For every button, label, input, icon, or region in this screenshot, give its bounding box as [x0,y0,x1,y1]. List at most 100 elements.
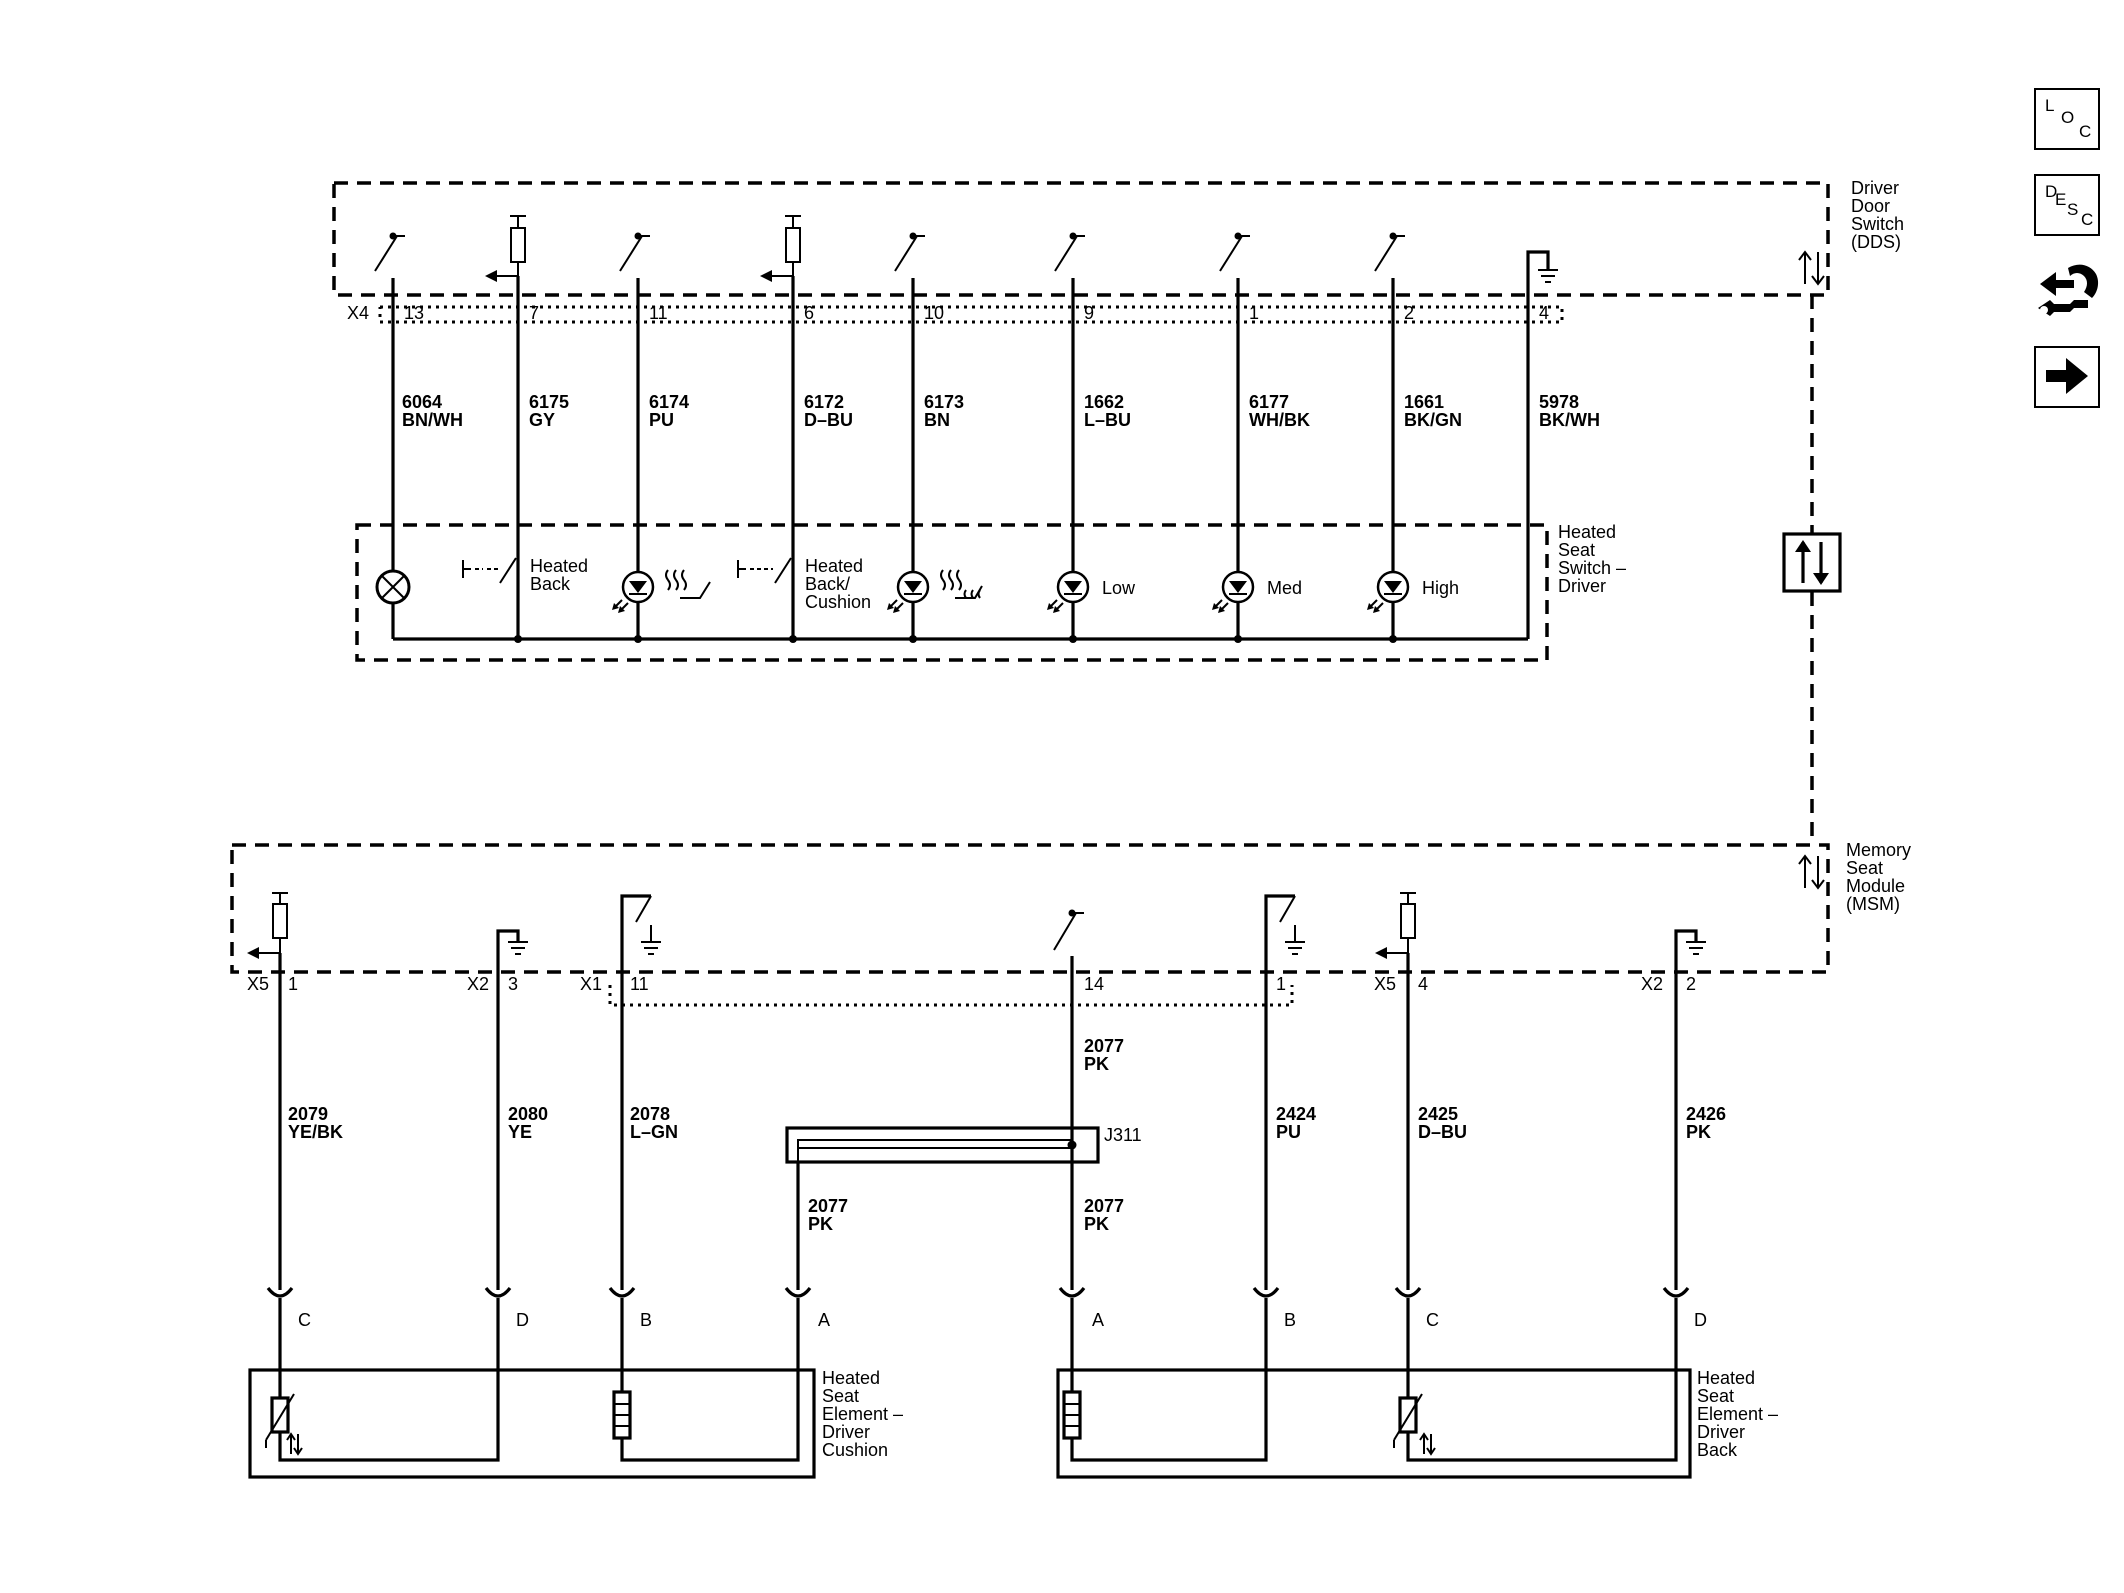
dds-serial-data-icon [1798,250,1825,286]
desc-letter-e: E [2055,190,2067,209]
seat-back-cushion-heat-icon [940,569,983,599]
dds-circuit-number: 6177 [1249,392,1289,412]
msm-label-line4: (MSM) [1846,894,1900,914]
msm-wire-x2-2: X2 2 2426 PK [1641,972,1726,1290]
hss-label-line4: Driver [1558,576,1606,596]
msm-wire-14: 14 2077 PK [1070,972,1124,1290]
msm-connector-id: X5 [247,974,269,994]
msm-label-line3: Module [1846,876,1905,896]
location-view-button[interactable]: L O C [2034,88,2100,150]
msm-wire-color: L–GN [630,1122,678,1142]
cavity-cushion-d: D [484,1286,529,1330]
heated-seat-element-driver-back: Heated Seat Element – Driver Back [1056,1298,1778,1479]
msm-wire-x5-4: X5 4 2425 D–BU [1374,953,1467,1290]
dds-wire-color: BN/WH [402,410,463,430]
dds-resistor-pin6 [760,215,801,282]
msm-pin-label: 1 [288,974,298,994]
heated-back-cushion-label-line1: Heated [805,556,863,576]
msm-switch-x1-11 [620,894,661,972]
dds-switch-pin11 [619,232,650,295]
msm-circuit-number: 2424 [1276,1104,1316,1124]
cavity-cushion-b: B [608,1286,652,1330]
cavity-label: D [516,1310,529,1330]
msm-switch-14 [1053,909,1084,972]
msm-wire-color: PK [1686,1122,1711,1142]
cavity-cushion-a: A [784,1286,830,1330]
msm-wire-color: YE/BK [288,1122,343,1142]
cushion-label-line2: Seat [822,1386,859,1406]
dds-wire-pin4: 4 5978 BK/WH [1526,295,1600,639]
dds-wire-pin1: 1 6177 WH/BK [1236,295,1310,639]
dds-pin-label: 11 [649,303,668,323]
memory-seat-module: Memory Seat Module (MSM) [230,840,1911,1007]
dds-pin-label: 10 [924,303,944,323]
desc-letter-s: S [2067,200,2079,219]
component-view-button[interactable] [2034,258,2102,328]
msm-ground-x2-2 [1674,929,1706,972]
dds-label-line3: Switch [1851,214,1904,234]
msm-wire-color: PU [1276,1122,1301,1142]
msm-circuit-number: 2077 [1084,1036,1124,1056]
heated-seat-element-driver-cushion: Heated Seat Element – Driver Cushion [248,1298,903,1479]
dds-pin-label: 4 [1539,303,1549,323]
dds-pin-label: 7 [529,303,539,323]
msm-connector-id: X2 [1641,974,1663,994]
cavity-label: B [1284,1310,1296,1330]
cavity-cushion-c: C [266,1286,311,1330]
high-label: High [1422,578,1459,598]
seat-back-heat-icon [665,569,711,599]
msm-serial-data-icon [1798,854,1825,890]
msm-wire-x5-1: X5 1 2079 YE/BK [247,953,343,1290]
cavity-label: C [298,1310,311,1330]
arrow-right-icon [2046,358,2088,394]
msm-label-line1: Memory [1846,840,1911,860]
cavity-label: A [818,1310,830,1330]
msm-pin-label: 1 [1276,974,1286,994]
splice-pack [785,1126,1100,1164]
dds-switch-pin10 [894,232,925,295]
msm-circuit-number: 2080 [508,1104,548,1124]
dds-switch-pin9 [1054,232,1085,295]
msm-pin-label: 4 [1418,974,1428,994]
msm-boundary [230,843,1830,974]
dds-circuit-number: 6172 [804,392,844,412]
msm-resistor-x5-4 [1375,892,1416,959]
dds-switch-pin13 [374,232,405,295]
med-label: Med [1267,578,1302,598]
next-page-button[interactable] [2034,346,2100,408]
splice-branch-circuit: 2077 [808,1196,848,1216]
desc-letter-d: D [2045,182,2058,201]
heated-back-switch: Heated Back [462,556,588,600]
msm-ground-x2-3 [496,929,528,972]
cavity-label: D [1694,1310,1707,1330]
dds-wire-color: BK/WH [1539,410,1600,430]
msm-wire-x1-11: X1 11 2078 L–GN [580,972,678,1290]
dds-wire-color: BK/GN [1404,410,1462,430]
low-label: Low [1102,578,1136,598]
dds-wire-color: D–BU [804,410,853,430]
dds-boundary [332,181,1830,297]
dds-ground-pin4 [1526,250,1558,295]
low-indicator-led: Low [1047,570,1136,613]
splice-branch-color: PK [808,1214,833,1234]
hss-boundary [355,523,1549,662]
dds-wire-pin7: 7 6175 GY [516,276,569,639]
back-label-line4: Driver [1697,1422,1745,1442]
dds-circuit-number: 6064 [402,392,442,412]
splice-out-circuit: 2077 [1084,1196,1124,1216]
msm-label-line2: Seat [1846,858,1883,878]
cushion-label-line3: Element – [822,1404,903,1424]
msm-wire-color: YE [508,1122,532,1142]
heated-back-cushion-label-line2: Back/ [805,574,850,594]
splice-j311: J311 2077 PK 2077 PK [785,1125,1142,1290]
msm-wire-1: 1 2424 PU [1264,972,1316,1290]
component-view-icon [2038,264,2099,316]
dds-label-line4: (DDS) [1851,232,1901,252]
cushion-label-line1: Heated [822,1368,880,1388]
dds-circuit-number: 6173 [924,392,964,412]
msm-circuit-number: 2078 [630,1104,670,1124]
hss-label-line3: Switch – [1558,558,1626,578]
dds-label-line1: Driver [1851,178,1899,198]
description-view-button[interactable]: D E S C [2034,174,2100,236]
